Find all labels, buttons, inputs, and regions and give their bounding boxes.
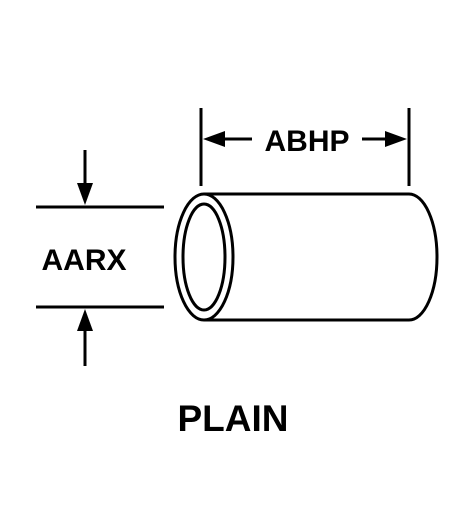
length-arrowhead-left [203, 131, 225, 147]
diameter-arrowhead-bottom [77, 309, 93, 331]
diameter-arrowhead-top [77, 183, 93, 205]
diameter-dimension: AARX [36, 150, 164, 366]
plain-bushing-shape [173, 192, 439, 322]
length-dimension: ABHP [199, 108, 411, 186]
sleeve-end-inner-bore [181, 202, 227, 312]
length-label: ABHP [264, 125, 349, 158]
length-arrowhead-right [385, 131, 407, 147]
diameter-label: AARX [41, 244, 126, 277]
sleeve-body-outline [204, 192, 439, 322]
diagram-caption: PLAIN [178, 398, 289, 439]
